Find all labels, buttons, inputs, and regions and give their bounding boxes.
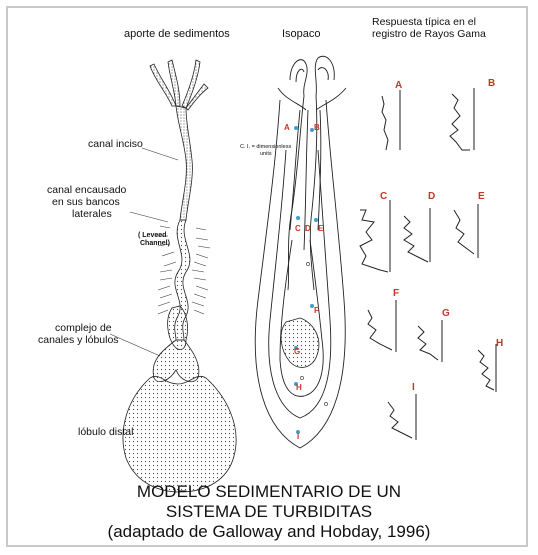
isopach-point-b: B bbox=[314, 123, 320, 132]
ci-note-1: C. I. = dimensionless bbox=[240, 144, 291, 150]
label-channel-lobe-complex-2: canales y lóbulos bbox=[38, 334, 119, 346]
log-label-d: D bbox=[428, 191, 435, 202]
label-leveed-channel-3: laterales bbox=[72, 208, 112, 220]
isopach-point-a: A bbox=[284, 123, 290, 132]
figure-title-line1: MODELO SEDIMENTARIO DE UN bbox=[0, 482, 538, 502]
isopach-point-d: D bbox=[305, 224, 311, 233]
log-label-f: F bbox=[393, 288, 399, 299]
isopach-point-g: G bbox=[294, 347, 300, 356]
log-label-e: E bbox=[478, 191, 485, 202]
ci-note-2: units bbox=[260, 151, 272, 157]
isopach-point-h: H bbox=[296, 383, 302, 392]
figure-title-line3: (adaptado de Galloway and Hobday, 1996) bbox=[0, 522, 538, 542]
label-distal-lobe: lóbulo distal bbox=[78, 426, 133, 438]
figure-title-line2: SISTEMA DE TURBIDITAS bbox=[0, 502, 538, 522]
label-channel-lobe-complex-1: complejo de bbox=[55, 322, 112, 334]
log-label-h: H bbox=[496, 338, 503, 349]
gamma-logs bbox=[360, 88, 496, 440]
label-leveed-channel-2: en sus bancos bbox=[52, 196, 120, 208]
log-label-g: G bbox=[442, 308, 450, 319]
log-label-c: C bbox=[380, 191, 387, 202]
isopach-lobe bbox=[281, 318, 319, 367]
label-leveed-en-2: Channel) bbox=[140, 240, 170, 248]
isopach-point-e: E bbox=[318, 224, 323, 233]
label-incised-channel: canal inciso bbox=[88, 138, 143, 150]
log-label-b: B bbox=[488, 78, 495, 89]
isopach-point-c: C bbox=[295, 224, 301, 233]
isopach-point-f: F bbox=[314, 306, 319, 315]
log-label-a: A bbox=[395, 80, 402, 91]
sediment-supply-drawing bbox=[123, 60, 236, 492]
label-leveed-channel-1: canal encausado bbox=[47, 184, 126, 196]
label-leveed-en-1: ( Leveed bbox=[138, 232, 166, 240]
log-label-i: I bbox=[412, 382, 415, 393]
isopach-point-i: I bbox=[297, 432, 299, 441]
